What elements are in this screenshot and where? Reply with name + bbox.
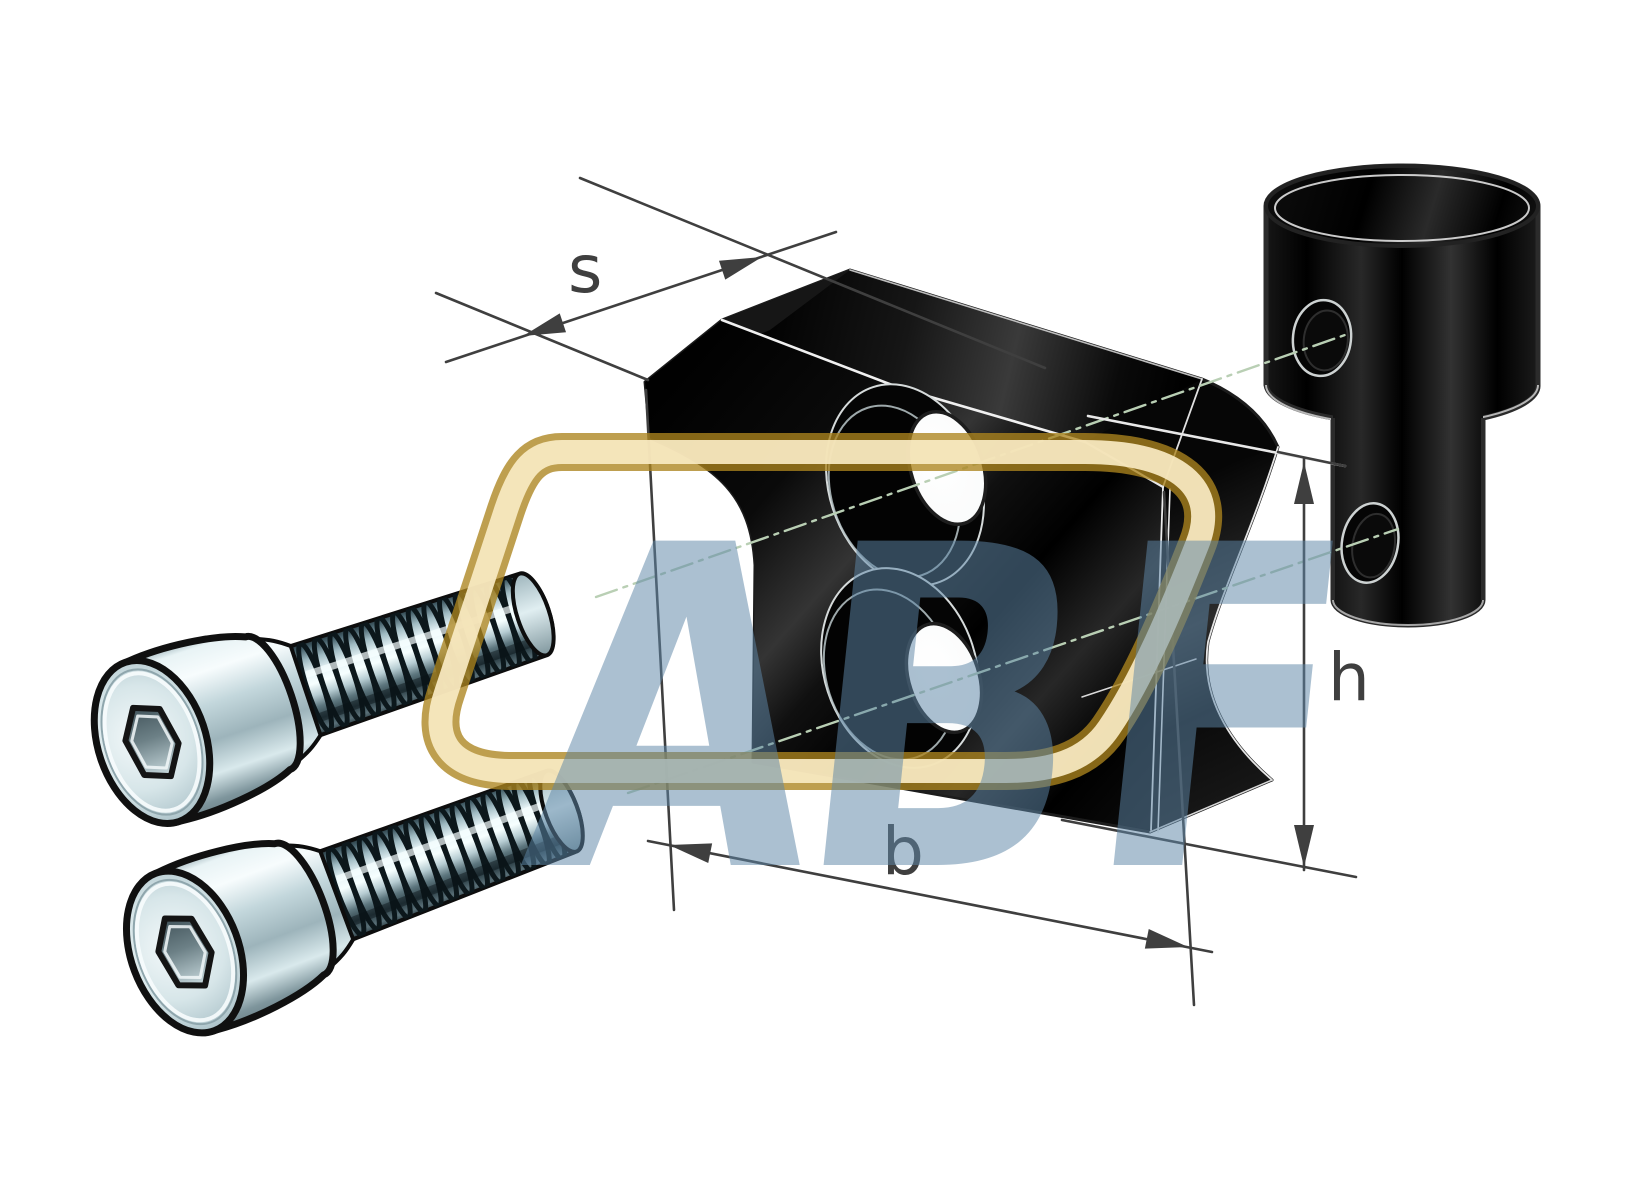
dimensions: s b h: [434, 176, 1370, 1007]
dimension-b: b: [644, 388, 1214, 1007]
centerlines: [594, 333, 1400, 795]
b-dimension-line: [646, 839, 1214, 954]
watermark-band: [421, 433, 1223, 790]
s-extension-line-1: [434, 291, 650, 382]
dimension-h: h: [1060, 414, 1370, 879]
watermark-letter-f: F: [1069, 453, 1373, 971]
dimension-s-label: s: [568, 231, 602, 308]
stepped-stop-pin: [1263, 163, 1541, 628]
watermark-letter-b: B: [779, 453, 1112, 971]
watermark: A B F: [421, 433, 1373, 971]
dimension-b-label: b: [882, 813, 924, 890]
block-hole-lower: [820, 567, 984, 769]
pin-top-face: [1264, 164, 1540, 248]
h-extension-line-bottom: [1060, 818, 1358, 879]
block-top-face: [722, 270, 1202, 442]
watermark-letter-a: A: [508, 453, 847, 971]
h-extension-line-top-outer: [1276, 450, 1347, 468]
pin-cross-hole-upper: [1291, 298, 1353, 378]
pin-cross-hole-lower: [1340, 502, 1400, 584]
s-dimension-line: [444, 230, 838, 364]
s-arrowhead-right: [718, 247, 766, 280]
s-extension-line-2: [578, 176, 1047, 370]
dimension-h-label: h: [1328, 639, 1370, 716]
b-extension-line-left: [644, 388, 676, 912]
dimension-s: s: [434, 176, 1047, 382]
centerline-upper: [594, 333, 1347, 599]
centerline-lower: [626, 527, 1400, 795]
watermark-letters: A B F: [508, 453, 1373, 971]
